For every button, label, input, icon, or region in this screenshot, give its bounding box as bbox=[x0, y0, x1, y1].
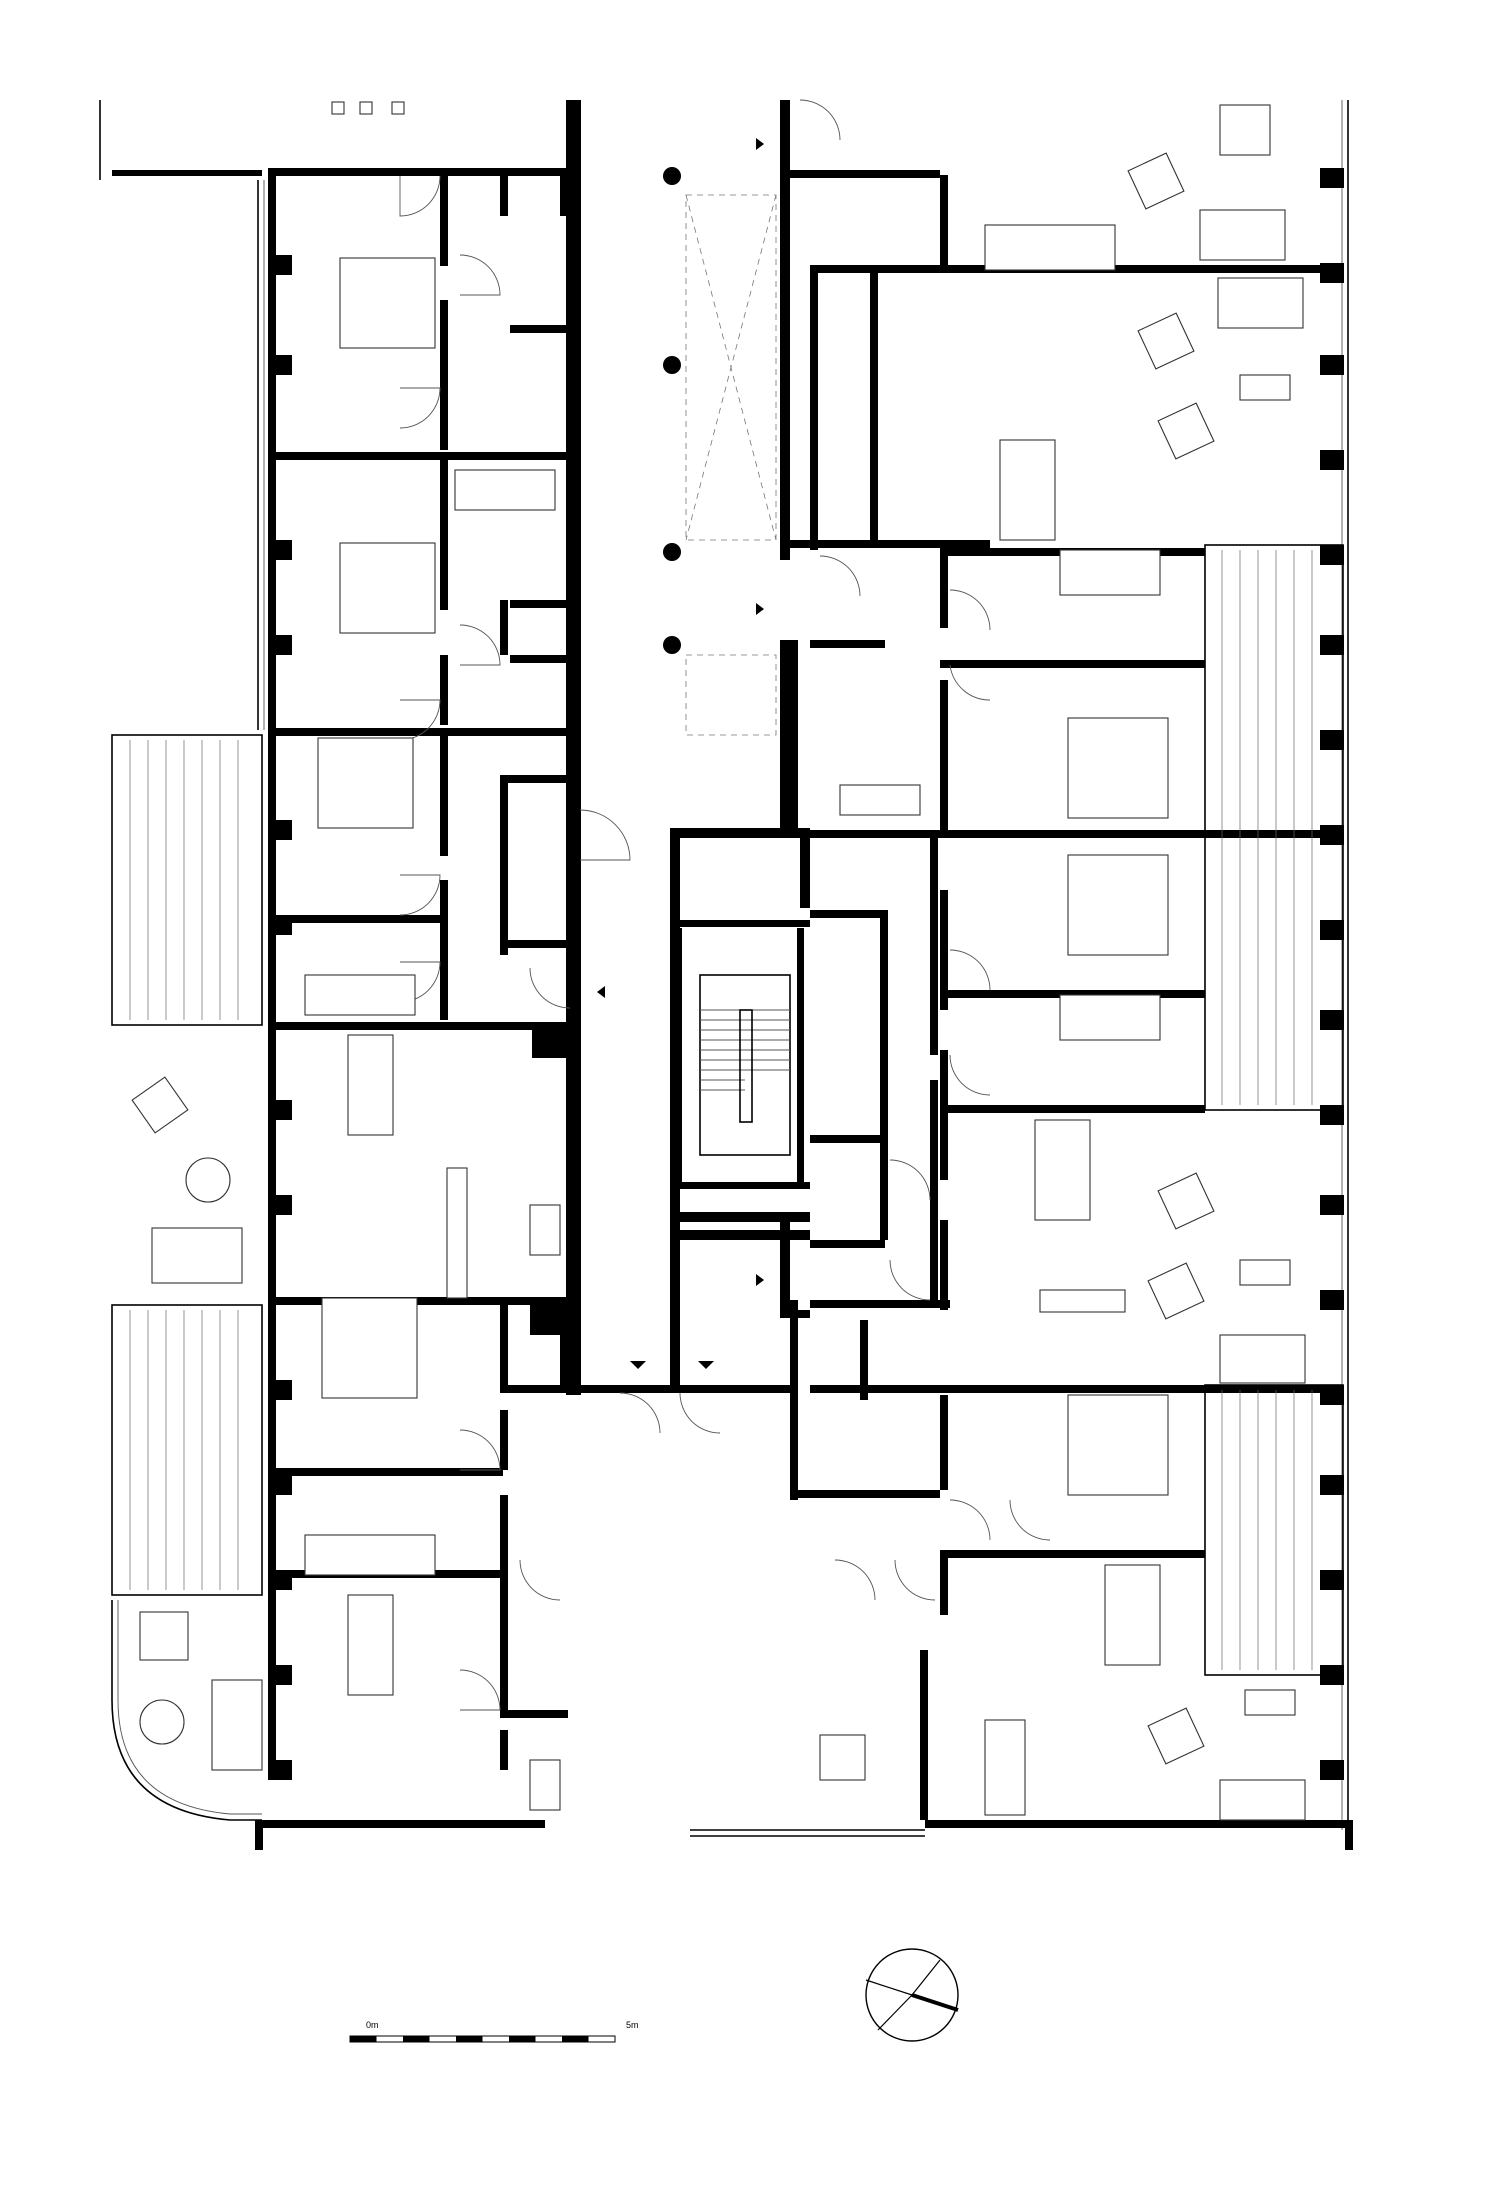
west-balcony-decks bbox=[111, 734, 263, 1821]
north-arrow-icon bbox=[865, 1948, 959, 2042]
scale-end-label: 5m bbox=[626, 2020, 639, 2030]
east-wing-walls bbox=[780, 170, 1330, 1820]
furniture-west bbox=[131, 101, 561, 1811]
corridor-arrows bbox=[597, 138, 764, 1369]
east-balcony-decks bbox=[1204, 544, 1344, 1676]
west-wing-walls bbox=[268, 168, 568, 1770]
west-facade bbox=[99, 100, 545, 1850]
scale-start-label: 0m bbox=[366, 2020, 379, 2030]
scale-bar: 0m 5m bbox=[349, 2020, 639, 2043]
stair-core bbox=[699, 974, 791, 1156]
corridor-columns bbox=[663, 167, 681, 654]
skylight-outlines bbox=[685, 194, 777, 736]
furniture-east bbox=[819, 104, 1306, 1821]
east-facade bbox=[690, 100, 1353, 1850]
central-core-walls bbox=[566, 100, 810, 1395]
